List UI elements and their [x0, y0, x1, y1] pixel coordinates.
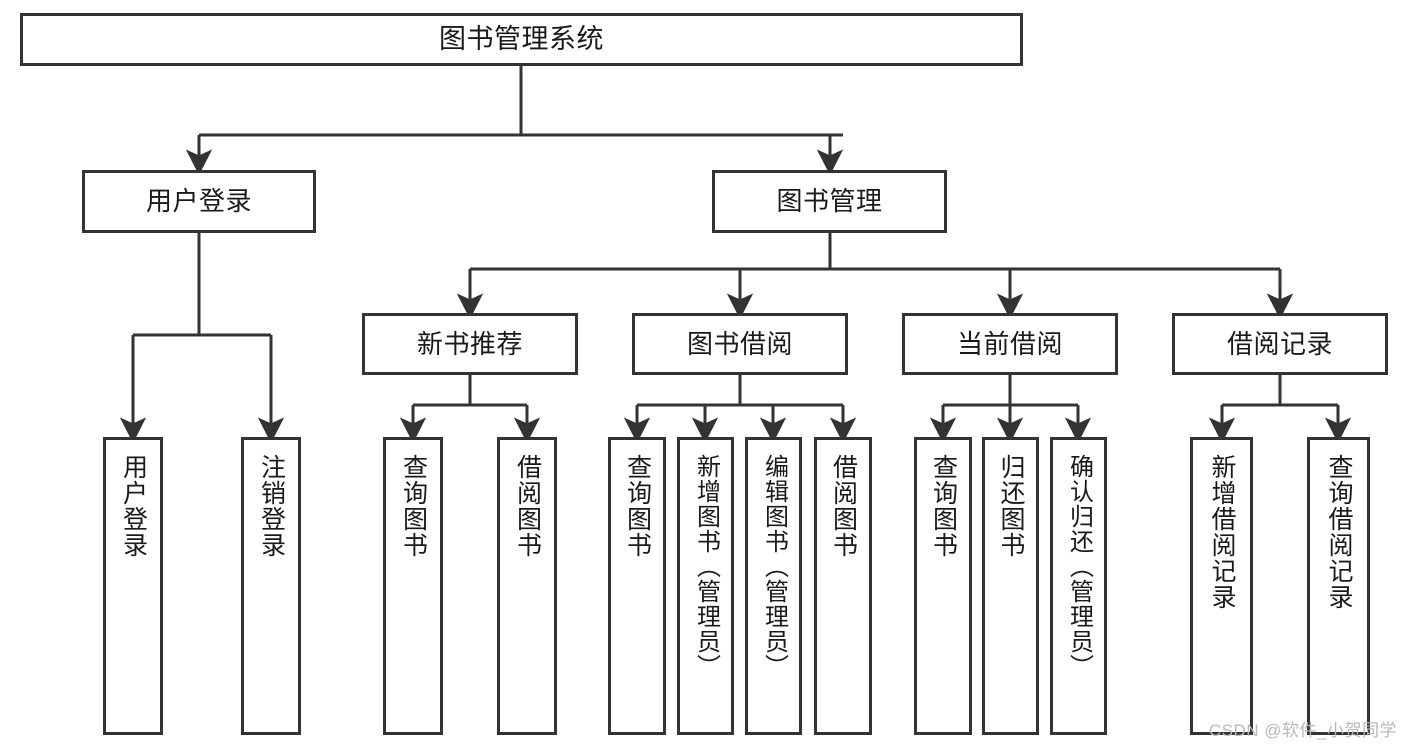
- node-leaf-query-book-2-label: 查询图书: [623, 454, 652, 558]
- node-borrow-record[interactable]: 借阅记录: [1172, 313, 1388, 375]
- node-leaf-return-book[interactable]: 归还图书: [982, 437, 1039, 735]
- node-borrow-record-label: 借阅记录: [1226, 328, 1333, 359]
- node-leaf-return-book-label: 归还图书: [997, 454, 1025, 558]
- node-current-borrow[interactable]: 当前借阅: [902, 313, 1118, 375]
- node-leaf-confirm-return-label: 确认归还（管理员）: [1065, 454, 1093, 679]
- node-leaf-add-book-label: 新增图书（管理员）: [692, 454, 720, 679]
- node-leaf-query-book-1[interactable]: 查询图书: [383, 437, 443, 735]
- node-book-manage-label: 图书管理: [776, 186, 883, 217]
- node-leaf-user-login-label: 用户登录: [119, 454, 148, 558]
- node-leaf-logout[interactable]: 注销登录: [241, 437, 301, 735]
- node-leaf-borrow-book-1-label: 借阅图书: [513, 454, 542, 558]
- node-user-login[interactable]: 用户登录: [82, 170, 316, 233]
- node-user-login-label: 用户登录: [145, 186, 252, 217]
- node-new-book-rec[interactable]: 新书推荐: [362, 313, 578, 375]
- node-book-manage[interactable]: 图书管理: [712, 170, 947, 233]
- node-leaf-add-book[interactable]: 新增图书（管理员）: [677, 437, 734, 735]
- node-root[interactable]: 图书管理系统: [20, 13, 1023, 66]
- node-leaf-confirm-return[interactable]: 确认归还（管理员）: [1050, 437, 1107, 735]
- watermark-text: CSDN @软件_小贺同学: [1208, 721, 1397, 740]
- node-leaf-logout-label: 注销登录: [257, 454, 286, 558]
- node-leaf-query-record-label: 查询借阅记录: [1325, 454, 1353, 610]
- node-book-borrow-label: 图书借阅: [686, 328, 793, 359]
- node-leaf-query-book-3[interactable]: 查询图书: [914, 437, 972, 735]
- node-leaf-edit-book-label: 编辑图书（管理员）: [760, 454, 788, 679]
- node-leaf-borrow-book-2[interactable]: 借阅图书: [814, 437, 872, 735]
- node-leaf-query-book-1-label: 查询图书: [399, 454, 428, 558]
- node-leaf-query-record[interactable]: 查询借阅记录: [1307, 437, 1370, 735]
- node-leaf-user-login[interactable]: 用户登录: [103, 437, 163, 735]
- node-leaf-borrow-book-1[interactable]: 借阅图书: [497, 437, 557, 735]
- node-new-book-rec-label: 新书推荐: [416, 328, 523, 359]
- node-root-label: 图书管理系统: [439, 23, 604, 54]
- node-book-borrow[interactable]: 图书借阅: [632, 313, 848, 375]
- node-leaf-query-book-2[interactable]: 查询图书: [608, 437, 666, 735]
- node-leaf-add-record[interactable]: 新增借阅记录: [1190, 437, 1253, 735]
- node-leaf-query-book-3-label: 查询图书: [929, 454, 958, 558]
- node-leaf-edit-book[interactable]: 编辑图书（管理员）: [745, 437, 802, 735]
- node-leaf-add-record-label: 新增借阅记录: [1208, 454, 1236, 610]
- node-current-borrow-label: 当前借阅: [956, 328, 1063, 359]
- node-leaf-borrow-book-2-label: 借阅图书: [829, 454, 858, 558]
